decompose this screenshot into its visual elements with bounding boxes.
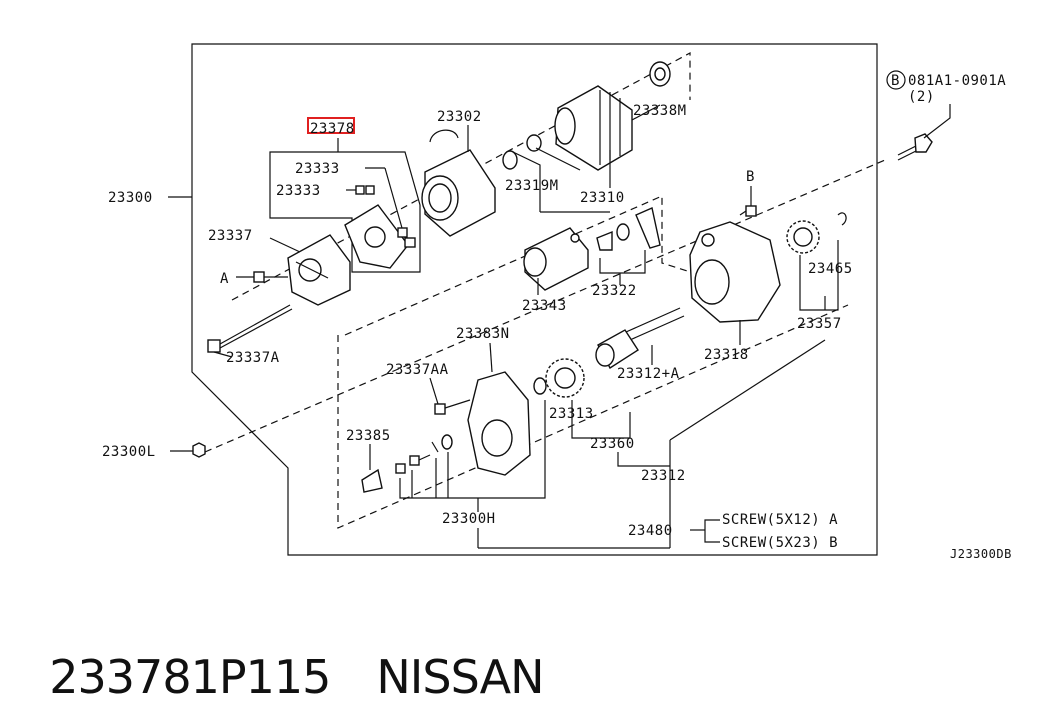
label-23322: 23322 <box>592 283 637 299</box>
brush-plate <box>344 167 416 269</box>
yoke-23302 <box>421 125 496 237</box>
label-bolt-code: 081A1-0901A <box>908 73 1006 89</box>
label-23333-top: 23333 <box>295 161 340 177</box>
through-bolt-23337a <box>207 304 293 358</box>
label-23383n: 23383N <box>456 326 510 342</box>
label-23300h: 23300H <box>442 511 496 527</box>
label-23313: 23313 <box>549 406 594 422</box>
label-23480: 23480 <box>628 523 673 539</box>
label-23300: 23300 <box>108 190 153 206</box>
label-23343: 23343 <box>522 298 567 314</box>
label-23310: 23310 <box>580 190 625 206</box>
diagram-frame <box>191 43 878 556</box>
gear-23465 <box>786 212 847 311</box>
shift-lever-23322 <box>596 207 661 285</box>
bolt-a <box>236 271 288 283</box>
parts-diagram: 23300 23378 23333 23333 23337 A 23337A 2… <box>102 43 1012 561</box>
highlight-box <box>307 117 355 134</box>
label-23337a: 23337A <box>226 350 280 366</box>
diagram-id: J23300DB <box>950 547 1012 561</box>
label-23318: 23318 <box>704 347 749 363</box>
label-23302: 23302 <box>437 109 482 125</box>
label-a: A <box>220 271 229 287</box>
part-number: 233781P115 <box>49 650 331 704</box>
label-23385: 23385 <box>346 428 391 444</box>
label-23337aa: 23337AA <box>386 362 449 378</box>
rear-cover-23337 <box>269 234 351 306</box>
bolt-23337aa <box>429 377 471 415</box>
label-screw-b: SCREW(5X23) B <box>722 535 838 551</box>
label-b: B <box>746 169 755 185</box>
bolt-081a1 <box>886 70 951 161</box>
label-bolt-qty: (2) <box>908 89 935 105</box>
gear-23313 <box>545 358 631 439</box>
pinion-shaft-23312 <box>595 307 685 370</box>
small-parts-23300h <box>361 400 670 549</box>
part-footer: 233781P115 NISSAN <box>22 596 544 704</box>
screw-b <box>739 186 757 217</box>
housing-23318 <box>689 221 781 345</box>
front-bracket-23383n <box>467 342 547 476</box>
brand-name: NISSAN <box>376 650 544 704</box>
washers-23319m <box>502 134 581 212</box>
label-screw-a: SCREW(5X12) A <box>722 512 838 528</box>
label-23378: 23378 <box>310 121 355 137</box>
label-23312: 23312 <box>641 468 686 484</box>
label-23300l: 23300L <box>102 444 156 460</box>
armature-23310 <box>540 61 671 213</box>
label-bolt-circle: B <box>891 73 900 89</box>
label-23338m: 23338M <box>633 103 687 119</box>
label-23360: 23360 <box>590 436 635 452</box>
label-23465: 23465 <box>808 261 853 277</box>
label-23337: 23337 <box>208 228 253 244</box>
nut-23300l <box>170 442 206 458</box>
label-23357: 23357 <box>797 316 842 332</box>
solenoid-23343 <box>523 227 589 295</box>
label-23333-mid: 23333 <box>276 183 321 199</box>
label-23312a: 23312+A <box>617 366 680 382</box>
label-23319m: 23319M <box>505 178 559 194</box>
